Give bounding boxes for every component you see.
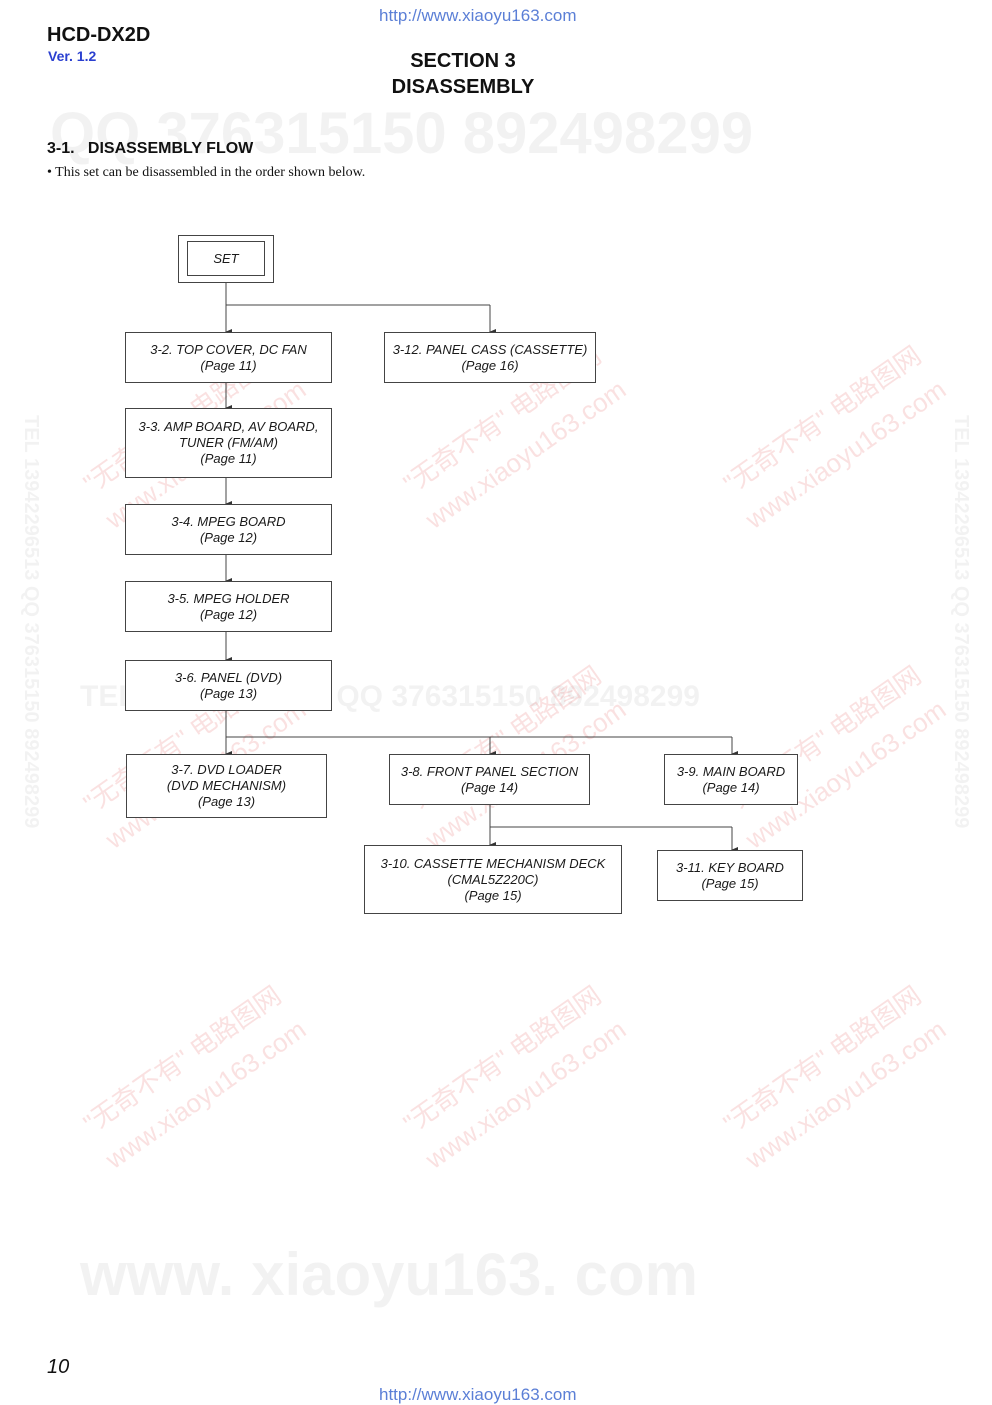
- node-label-2: (DVD MECHANISM): [166, 778, 287, 793]
- flow-node-panel-dvd: 3-6. PANEL (DVD) (Page 13): [125, 660, 332, 711]
- node-label: 3-4. MPEG BOARD: [171, 513, 286, 529]
- flow-node-cassette-deck: 3-10. CASSETTE MECHANISM DECK (CMAL5Z220…: [364, 845, 622, 914]
- flow-node-key-board: 3-11. KEY BOARD (Page 15): [657, 850, 803, 901]
- section-title: DISASSEMBLY: [391, 76, 535, 98]
- flow-node-front-panel: 3-8. FRONT PANEL SECTION (Page 14): [389, 754, 590, 805]
- node-label: 3-8. FRONT PANEL SECTION: [400, 763, 579, 779]
- node-page: (Page 12): [199, 529, 258, 545]
- node-page: (Page 15): [701, 875, 759, 891]
- flow-node-amp-board: 3-3. AMP BOARD, AV BOARD, TUNER (FM/AM) …: [125, 408, 332, 478]
- flow-node-mpeg-board: 3-4. MPEG BOARD (Page 12): [125, 504, 332, 555]
- node-page: (Page 15): [464, 887, 522, 903]
- node-page: (Page 14): [460, 779, 519, 795]
- flow-heading: 3-1. DISASSEMBLY FLOW: [47, 140, 254, 157]
- flow-node-set: SET: [187, 241, 265, 276]
- node-label: 3-3. AMP BOARD, AV BOARD,: [138, 419, 319, 434]
- node-page: (Page 14): [702, 779, 760, 795]
- node-page: (Page 11): [200, 357, 257, 373]
- node-page: (Page 16): [461, 357, 519, 373]
- node-label: 3-12. PANEL CASS (CASSETTE): [392, 341, 588, 357]
- node-label: 3-10. CASSETTE MECHANISM DECK: [380, 855, 606, 871]
- node-label-2: TUNER (FM/AM): [179, 435, 278, 450]
- flow-node-mpeg-holder: 3-5. MPEG HOLDER (Page 12): [125, 581, 332, 632]
- node-label: 3-9. MAIN BOARD: [676, 763, 786, 779]
- node-label: 3-5. MPEG HOLDER: [167, 590, 290, 606]
- watermark-qq-top: QQ 376315150 892498299: [50, 101, 754, 166]
- node-page: (Page 13): [199, 685, 258, 701]
- footer-url-link[interactable]: http://www.xiaoyu163.com: [379, 1385, 577, 1404]
- flow-node-main-board: 3-9. MAIN BOARD (Page 14): [664, 754, 798, 805]
- header-url-link[interactable]: http://www.xiaoyu163.com: [379, 6, 577, 25]
- node-label: 3-6. PANEL (DVD): [174, 669, 283, 685]
- node-label-2: (CMAL5Z220C): [447, 871, 539, 887]
- node-page: (Page 11): [200, 451, 257, 466]
- node-label: 3-7. DVD LOADER: [171, 762, 282, 777]
- intro-bullet: • This set can be disassembled in the or…: [47, 165, 366, 180]
- page-number: 10: [47, 1356, 70, 1378]
- flow-node-top-cover: 3-2. TOP COVER, DC FAN (Page 11): [125, 332, 332, 383]
- node-label: 3-2. TOP COVER, DC FAN: [150, 341, 307, 357]
- node-label: 3-11. KEY BOARD: [676, 859, 784, 875]
- node-page: (Page 12): [199, 606, 258, 622]
- flow-node-panel-cass: 3-12. PANEL CASS (CASSETTE) (Page 16): [384, 332, 596, 383]
- node-page: (Page 13): [197, 794, 256, 809]
- section-number: SECTION 3: [410, 50, 516, 72]
- version-label: Ver. 1.2: [48, 48, 97, 64]
- flow-node-dvd-loader: 3-7. DVD LOADER (DVD MECHANISM) (Page 13…: [126, 754, 327, 818]
- watermark-www: www. xiaoyu163. com: [80, 1241, 699, 1308]
- model-name: HCD-DX2D: [47, 24, 151, 46]
